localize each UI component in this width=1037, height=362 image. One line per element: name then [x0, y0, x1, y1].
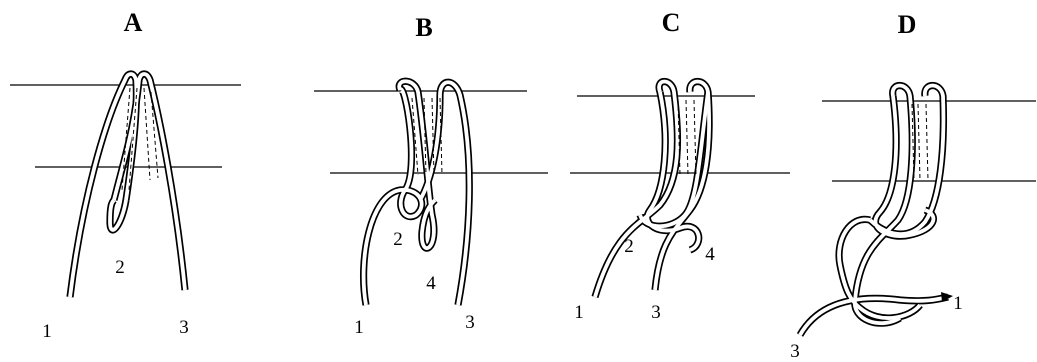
panel-c: C 1 2 3 4	[570, 8, 790, 323]
panel-a-label-1: 1	[42, 321, 52, 342]
panel-d-title: D	[898, 10, 917, 39]
panel-a-label-3: 3	[179, 317, 189, 338]
panel-b-title: B	[415, 13, 432, 42]
panel-b-label-3: 3	[465, 312, 475, 333]
panel-a-thread	[70, 74, 185, 297]
panel-c-label-2: 2	[624, 236, 634, 257]
panel-b-thread	[364, 81, 470, 305]
panel-d-thread	[800, 86, 953, 336]
panel-c-title: C	[662, 8, 681, 37]
panel-c-label-1: 1	[574, 302, 584, 323]
panel-c-label-3: 3	[651, 302, 661, 323]
panel-d-label-1: 1	[953, 293, 963, 314]
panel-d: D 1 3	[790, 10, 1036, 362]
panel-d-label-3: 3	[790, 341, 800, 362]
panel-a: A 1 2 3	[10, 8, 241, 342]
panel-b-label-2: 2	[393, 229, 403, 250]
panel-b-label-1: 1	[354, 317, 364, 338]
panel-b: B 1 2 4 3	[314, 13, 548, 338]
panel-a-title: A	[124, 8, 143, 37]
panel-c-thread	[595, 82, 709, 298]
panel-b-label-4: 4	[426, 273, 436, 294]
panel-a-label-2: 2	[115, 257, 125, 278]
panel-c-label-4: 4	[705, 244, 715, 265]
